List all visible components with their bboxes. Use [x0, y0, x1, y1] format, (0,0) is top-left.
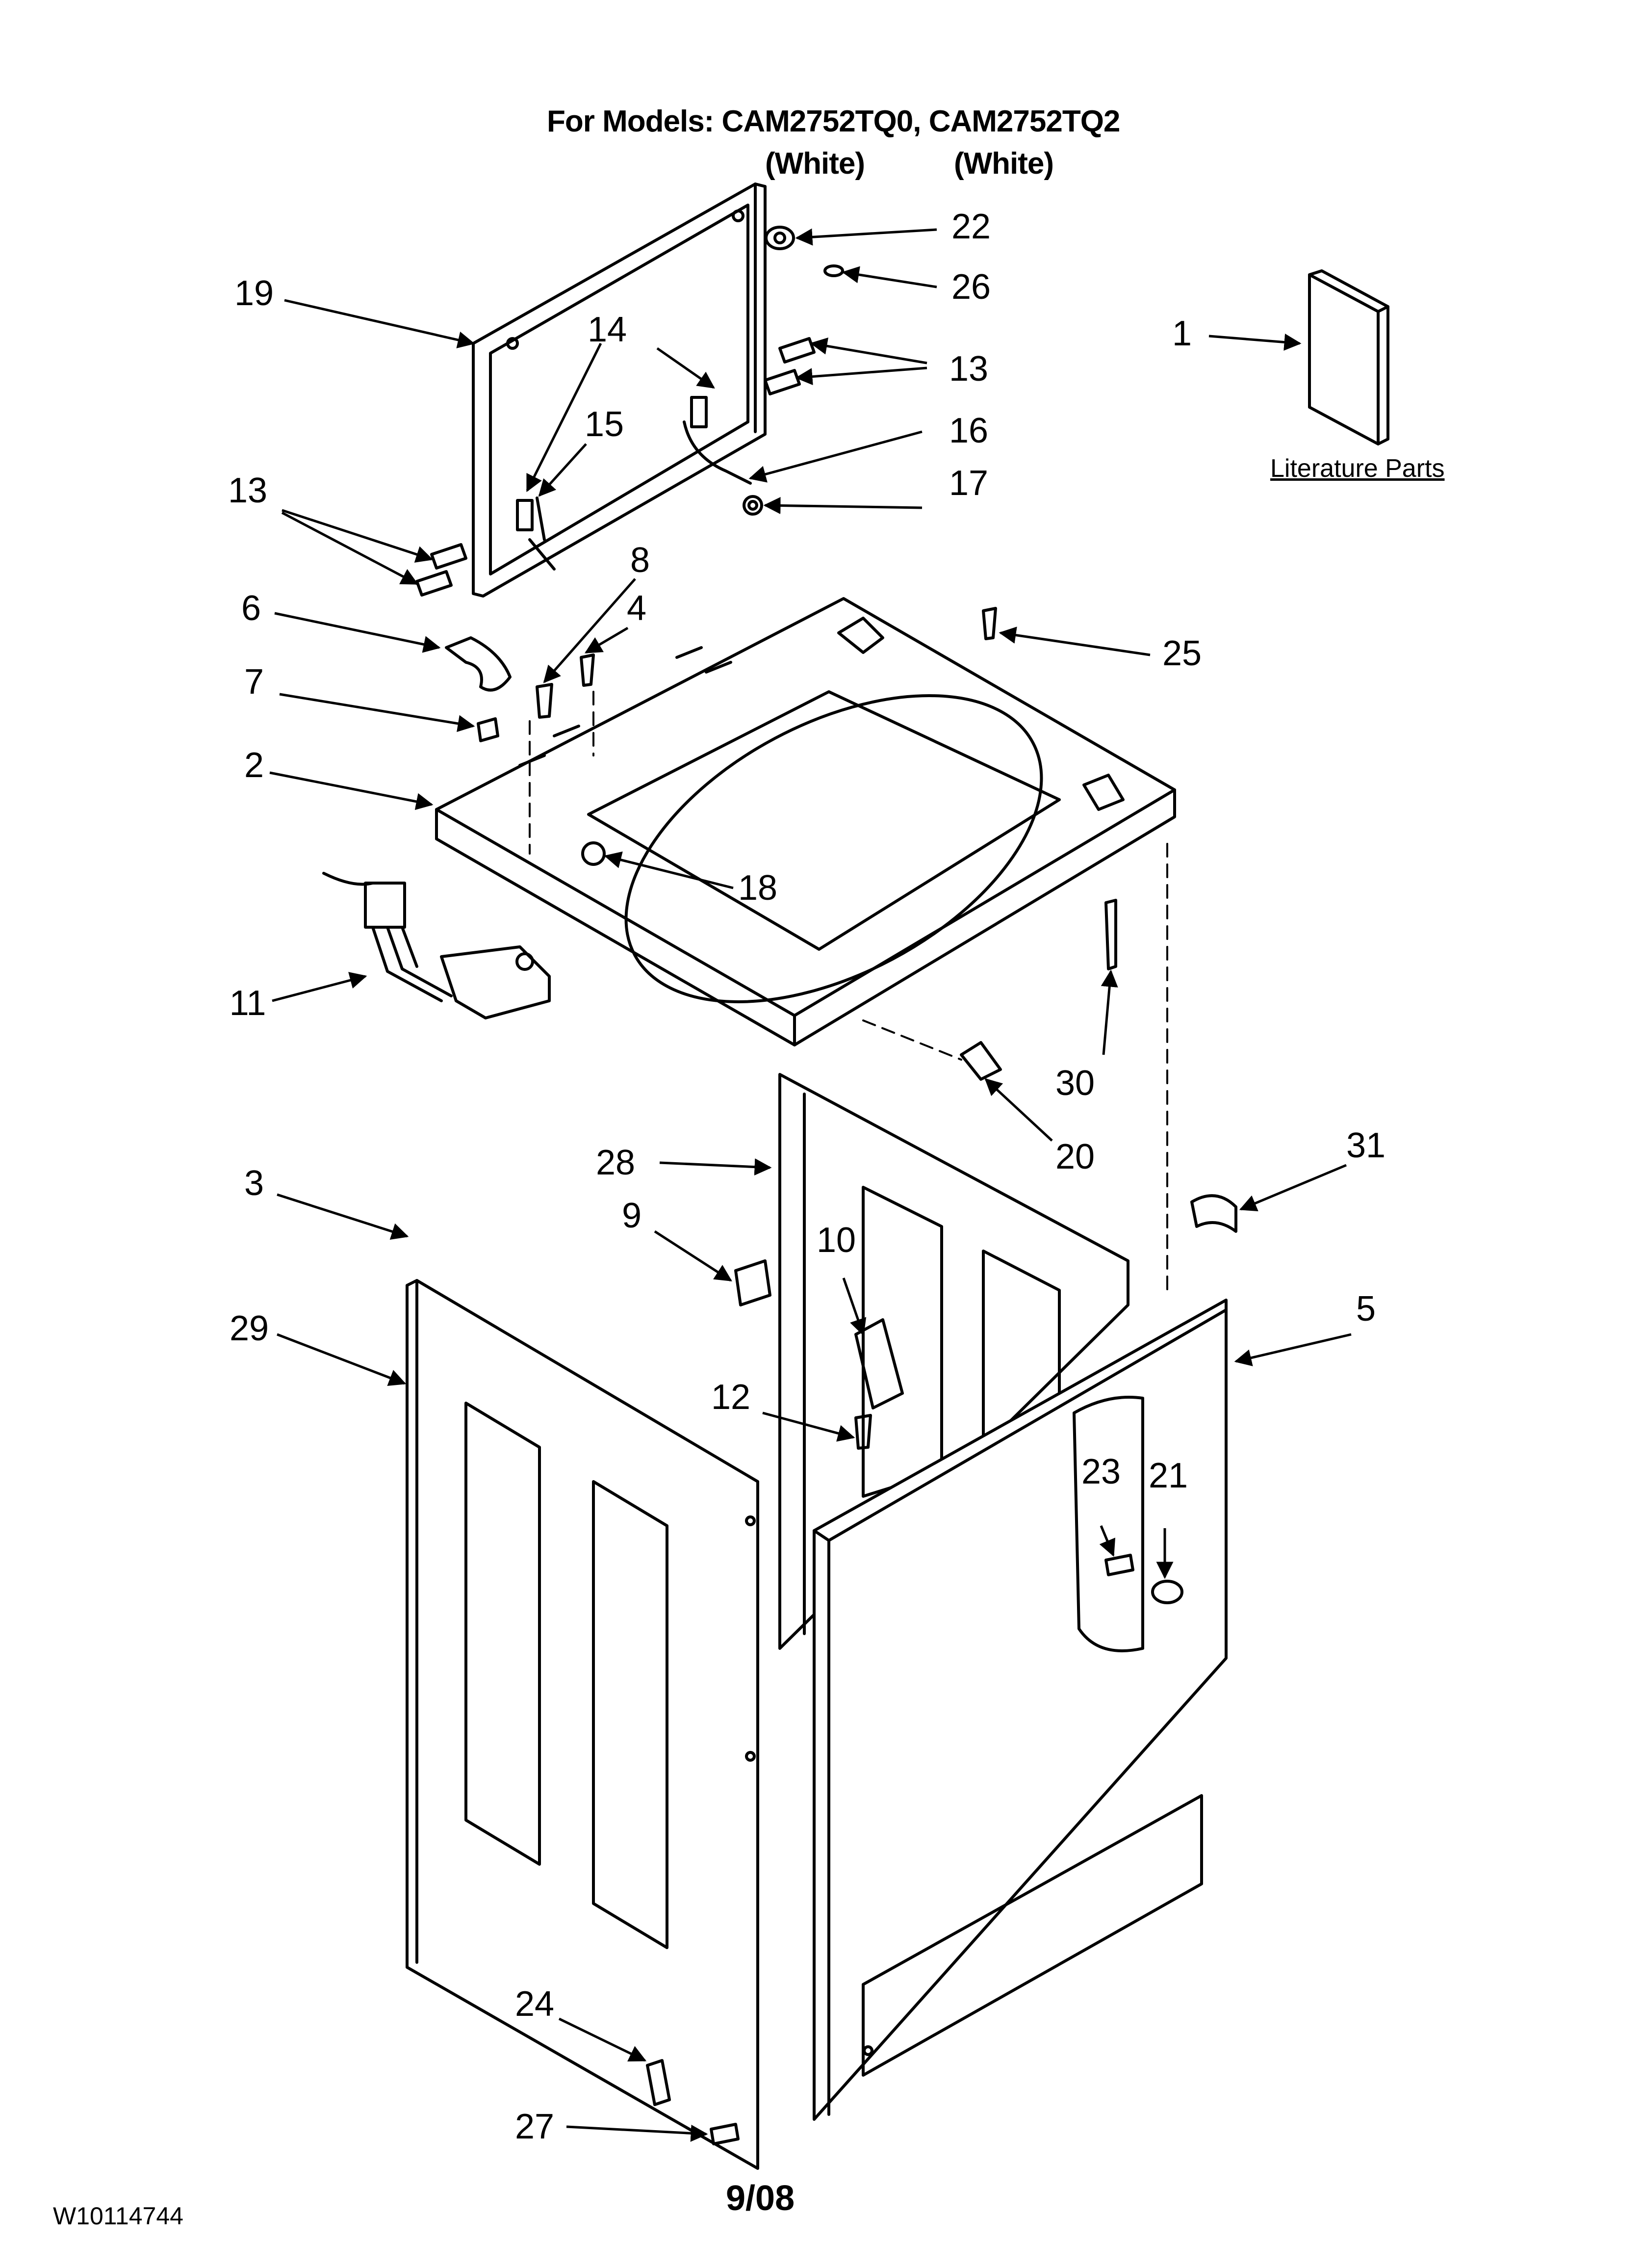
screw-25: [982, 607, 997, 640]
callout-18: 18: [738, 868, 778, 908]
clip-7: [477, 717, 499, 742]
callout-29: 29: [229, 1309, 269, 1348]
callout-5: 5: [1356, 1289, 1376, 1329]
color-label-1: (White): [765, 147, 865, 181]
side-panel-left: [406, 1279, 759, 2170]
grommet-22: [765, 226, 795, 250]
callout-13-right: 13: [949, 349, 989, 389]
literature-parts-label: Literature Parts: [1270, 454, 1445, 483]
callout-23: 23: [1081, 1452, 1121, 1491]
callout-19: 19: [234, 274, 274, 313]
callout-2: 2: [244, 746, 264, 785]
lid-hinge-left: [516, 496, 556, 571]
callout-9: 9: [621, 1196, 642, 1235]
callout-14: 14: [587, 310, 627, 349]
grommet-21: [1151, 1580, 1183, 1604]
front-panel: [813, 1299, 1228, 2121]
clip-24: [646, 2059, 671, 2106]
callout-11: 11: [229, 984, 266, 1023]
screws-13-left: [415, 543, 467, 597]
spacer-20: [960, 1041, 1002, 1081]
callout-28: 28: [595, 1143, 636, 1182]
callout-30: 30: [1055, 1064, 1095, 1103]
callout-20: 20: [1055, 1137, 1095, 1176]
screw-8: [536, 683, 553, 719]
screws-13-right: [764, 337, 816, 395]
clip-31: [1190, 1194, 1237, 1233]
callout-12: 12: [711, 1378, 751, 1417]
bumper-17: [743, 495, 763, 516]
bracket-10: [854, 1318, 904, 1409]
callout-4: 4: [626, 589, 647, 628]
pin-30: [1104, 899, 1117, 970]
callout-25: 25: [1162, 634, 1202, 673]
callout-22: 22: [951, 207, 991, 246]
callout-13-left: 13: [228, 471, 268, 510]
literature-parts-booklet: [1308, 269, 1389, 445]
callout-27: 27: [514, 2107, 555, 2146]
lid-hinge-right: [683, 396, 752, 485]
callout-26: 26: [951, 267, 991, 307]
models-title: For Models: CAM2752TQ0, CAM2752TQ2: [547, 104, 1120, 138]
callout-10: 10: [816, 1221, 856, 1260]
callout-7: 7: [244, 662, 264, 702]
callout-8: 8: [630, 541, 650, 580]
callout-24: 24: [514, 1984, 555, 2024]
screw-4: [580, 653, 595, 687]
callout-21: 21: [1148, 1456, 1188, 1495]
callout-6: 6: [241, 589, 261, 628]
document-part-number: W10114744: [53, 2202, 183, 2230]
screw-27: [710, 2123, 740, 2145]
lid-frame: [472, 182, 767, 598]
revision-date: 9/08: [726, 2179, 795, 2218]
pin-26: [823, 264, 844, 277]
clip-9: [734, 1259, 771, 1306]
callout-3: 3: [244, 1164, 264, 1203]
top-panel: [435, 597, 1176, 1046]
screw-23: [1104, 1554, 1134, 1576]
color-label-2: (White): [954, 147, 1054, 181]
callout-17: 17: [949, 464, 989, 503]
callout-31: 31: [1346, 1126, 1386, 1165]
callout-1: 1: [1172, 314, 1192, 353]
callout-16: 16: [949, 411, 989, 450]
callout-15: 15: [584, 405, 624, 444]
screw-12: [854, 1414, 872, 1450]
lid-switch-harness: [322, 872, 551, 1019]
clip-6: [445, 636, 512, 692]
